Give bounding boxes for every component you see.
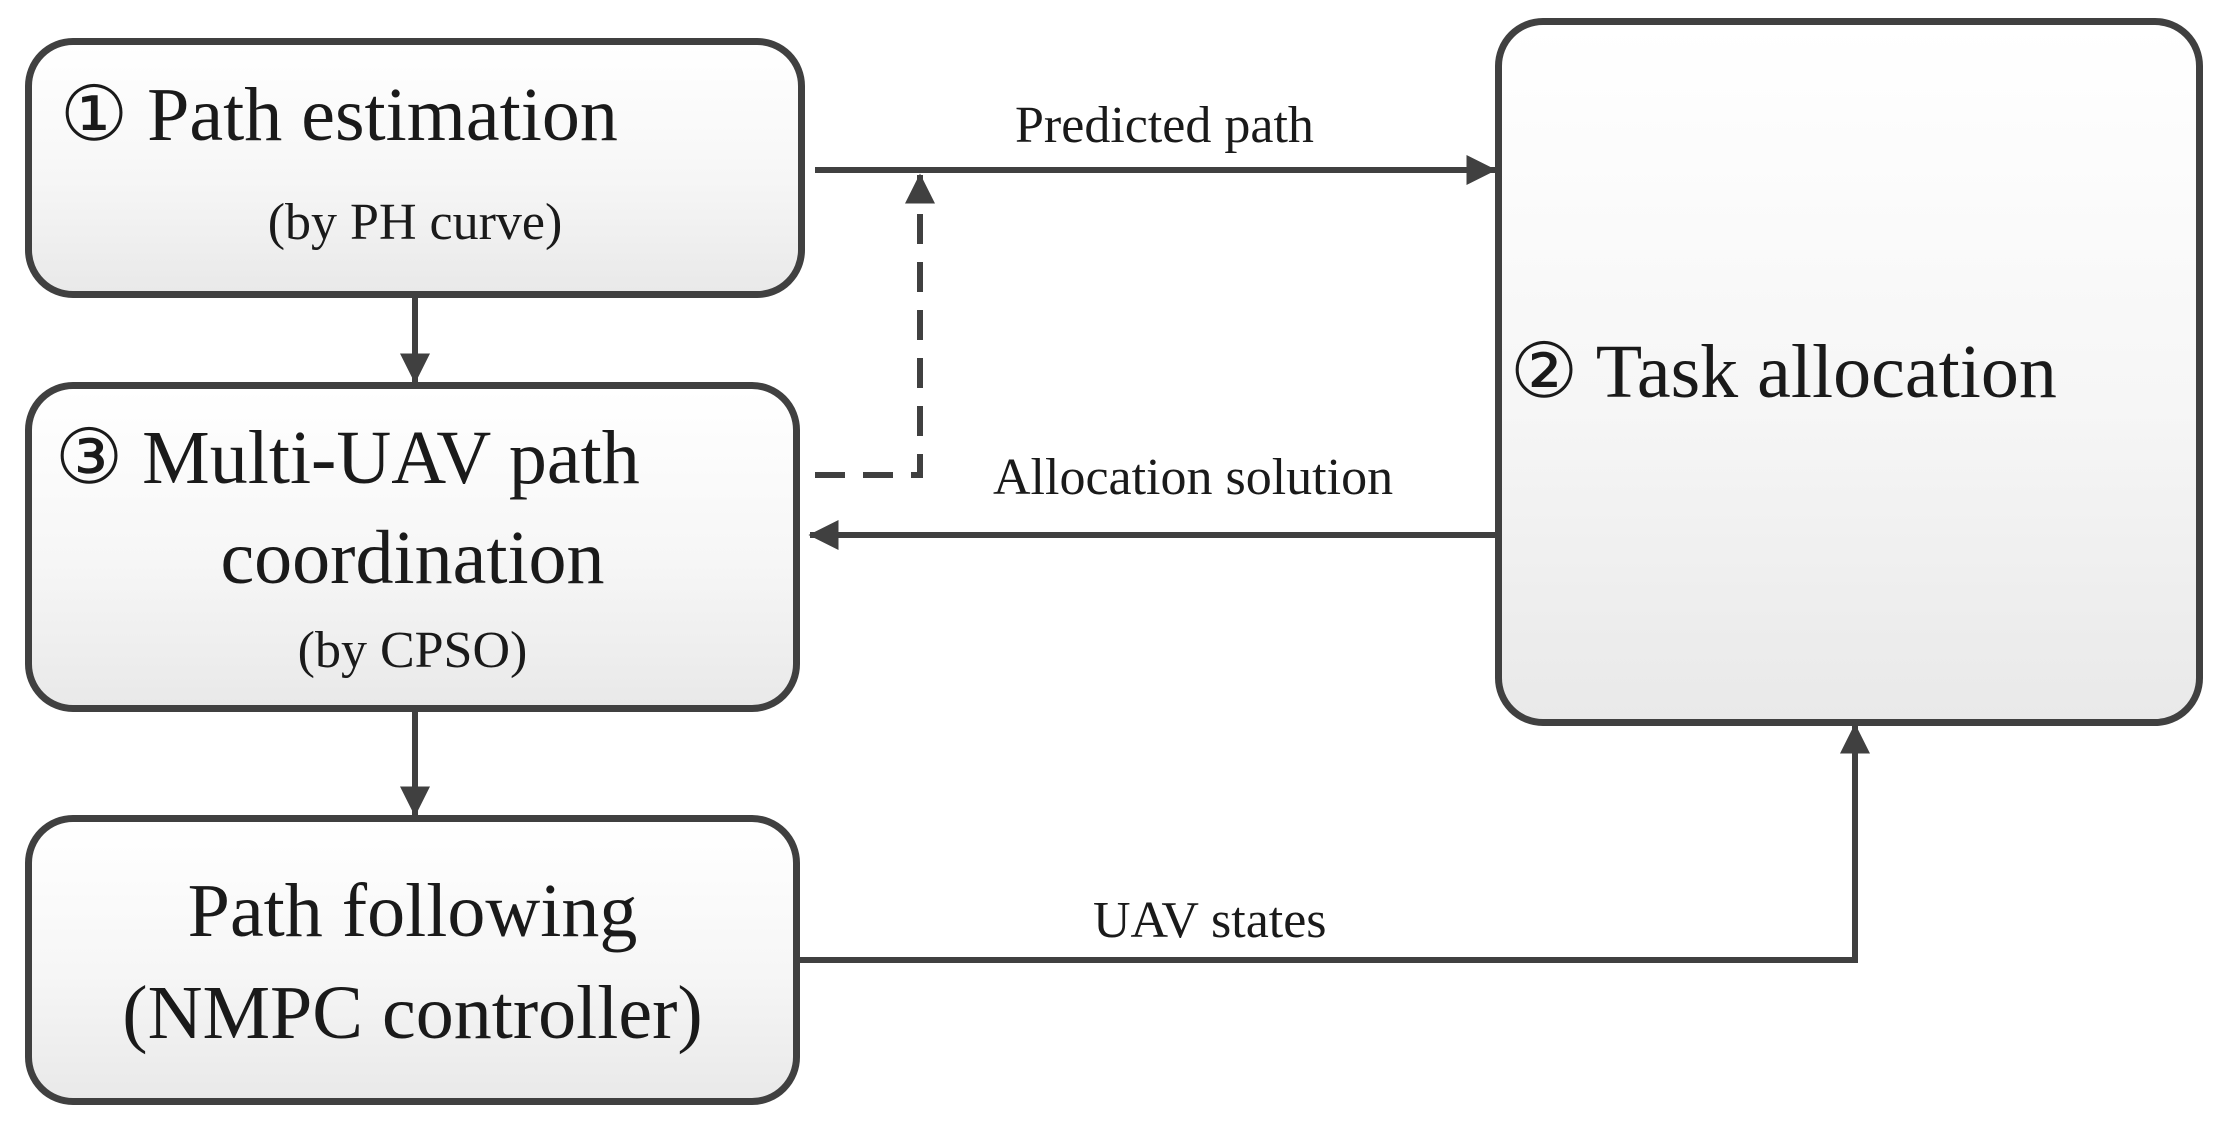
edge-label-allocation-solution: Allocation solution bbox=[993, 449, 1394, 506]
path-following-box bbox=[25, 815, 800, 1105]
path-coordination-title-line2: coordination bbox=[220, 516, 605, 600]
dashed-feedback-arrow-coordination-to-predicted-path bbox=[815, 173, 935, 478]
edge-label-predicted-path: Predicted path bbox=[1015, 97, 1314, 154]
path-coordination-subtitle: (by CPSO) bbox=[297, 622, 528, 679]
path-following-title-line1: Path following bbox=[187, 869, 638, 953]
task-allocation-box bbox=[1495, 18, 2203, 726]
path-following-title-line2: (NMPC controller) bbox=[122, 971, 703, 1055]
edge-label-uav-states: UAV states bbox=[1093, 892, 1327, 949]
path-estimation-box bbox=[25, 38, 805, 298]
path-coordination-title-line1: ③ Multi-UAV path bbox=[55, 416, 640, 500]
path-estimation-title: ① Path estimation bbox=[60, 73, 618, 157]
task-allocation-title: ② Task allocation bbox=[1510, 330, 2057, 414]
path-coordination-box bbox=[25, 382, 800, 712]
path-estimation-subtitle: (by PH curve) bbox=[267, 194, 563, 251]
arrow-path-following-to-task-allocation bbox=[800, 723, 1870, 963]
